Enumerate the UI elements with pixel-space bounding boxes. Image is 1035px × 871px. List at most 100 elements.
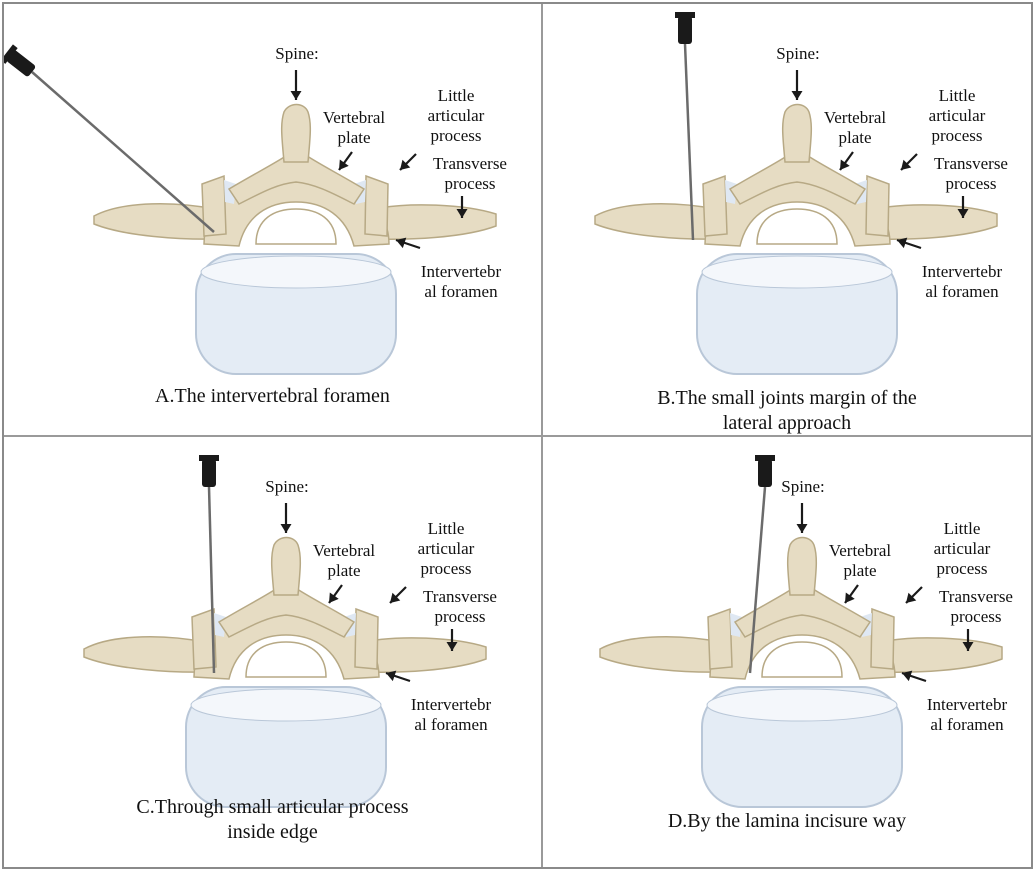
vertebral-plate-arrow-head (329, 592, 339, 603)
left-transverse-process (600, 637, 725, 672)
vertebra-illustration (543, 4, 1031, 435)
needle-hub-cap (755, 455, 775, 461)
label-spine: Spine: (753, 44, 843, 64)
label-intervertebral-foramen-line2: al foramen (396, 715, 506, 735)
label-transverse-process-line: process (921, 174, 1021, 194)
left-transverse-process (595, 204, 720, 239)
vertebral-plate-arrow-head (339, 159, 349, 170)
label-little-articular-process-line: Little (907, 86, 1007, 106)
left-transverse-process (84, 637, 209, 672)
label-transverse-process-line: Transverse (420, 154, 520, 174)
spinal-canal (246, 642, 326, 677)
right-transverse-process (364, 638, 486, 672)
label-transverse-process-line: Transverse (926, 587, 1026, 607)
spine-arrow (291, 70, 302, 100)
right-transverse-process (374, 205, 496, 239)
label-little-articular-process-line: process (396, 559, 496, 579)
panel-caption-line1: C.Through small articular process (4, 795, 541, 820)
vertebral-plate-arrow (840, 152, 853, 170)
label-spine: Spine: (252, 44, 342, 64)
spine-arrow (797, 503, 808, 533)
articular-process-arrow (400, 154, 416, 170)
vertebral-plate-arrow (339, 152, 352, 170)
vertebral-plate-arrow-head (845, 592, 855, 603)
vertebral-body-rim (707, 689, 897, 721)
needle-hub-cap (199, 455, 219, 461)
panel-b: Spine:VertebralplateLittlearticularproce… (543, 4, 1031, 435)
label-transverse-process-line: process (410, 607, 510, 627)
left-articular-process (703, 176, 727, 236)
spinous-process (783, 105, 812, 163)
label-little-articular-process-line: Little (396, 519, 496, 539)
label-transverse-process-line: process (420, 174, 520, 194)
label-little-articular-process-line: articular (907, 106, 1007, 126)
panel-caption: B.The small joints margin of thelateral … (543, 386, 1031, 435)
vertebra-illustration (543, 437, 1031, 867)
label-little-articular-process-line: process (406, 126, 506, 146)
left-articular-process (202, 176, 226, 236)
label-intervertebral-foramen-line2: al foramen (406, 282, 516, 302)
right-articular-process (871, 609, 894, 669)
label-little-articular-process-line: articular (406, 106, 506, 126)
label-intervertebral-foramen-line1: Intervertebr (406, 262, 516, 282)
right-transverse-process (875, 205, 997, 239)
label-little-articular-process-line: Little (406, 86, 506, 106)
label-little-articular-process: Littlearticularprocess (406, 86, 506, 146)
spinous-process (282, 105, 311, 163)
articular-process-arrow (390, 587, 406, 603)
label-vertebral-plate-line: Vertebral (815, 108, 895, 128)
label-vertebral-plate-line: Vertebral (304, 541, 384, 561)
label-little-articular-process-line: articular (396, 539, 496, 559)
label-little-articular-process-line: Little (912, 519, 1012, 539)
label-vertebral-plate-line: plate (815, 128, 895, 148)
articular-process-arrow (901, 154, 917, 170)
label-spine: Spine: (242, 477, 332, 497)
spine-arrow-head (291, 91, 302, 100)
panel-caption: D.By the lamina incisure way (543, 809, 1031, 834)
spine-arrow-head (281, 524, 292, 533)
label-spine: Spine: (758, 477, 848, 497)
vertebral-plate-arrow (845, 585, 858, 603)
vertebral-plate-arrow (329, 585, 342, 603)
label-little-articular-process-line: process (907, 126, 1007, 146)
label-vertebral-plate-line: Vertebral (820, 541, 900, 561)
needle-hub (199, 455, 219, 487)
panel-d: Spine:VertebralplateLittlearticularproce… (543, 437, 1031, 867)
spine-arrow-head (797, 524, 808, 533)
vertebral-body-rim (702, 256, 892, 288)
vertebral-body-rim (191, 689, 381, 721)
panel-caption: C.Through small articular processinside … (4, 795, 541, 845)
spinal-canal (757, 209, 837, 244)
panel-caption: A.The intervertebral foramen (4, 384, 541, 409)
spinous-process (272, 538, 301, 596)
vertebral-body-rim (201, 256, 391, 288)
label-vertebral-plate-line: plate (820, 561, 900, 581)
needle-hub (675, 12, 695, 44)
label-vertebral-plate-line: Vertebral (314, 108, 394, 128)
vertebra-illustration (4, 4, 541, 435)
spine-arrow-head (792, 91, 803, 100)
label-intervertebral-foramen-line1: Intervertebr (912, 695, 1022, 715)
label-little-articular-process-line: articular (912, 539, 1012, 559)
needle-hub-body (202, 459, 216, 487)
label-vertebral-plate-line: plate (314, 128, 394, 148)
right-articular-process (355, 609, 378, 669)
panel-caption-line1: D.By the lamina incisure way (543, 809, 1031, 834)
label-transverse-process-line: process (926, 607, 1026, 627)
left-articular-process (708, 609, 732, 669)
right-articular-process (365, 176, 388, 236)
